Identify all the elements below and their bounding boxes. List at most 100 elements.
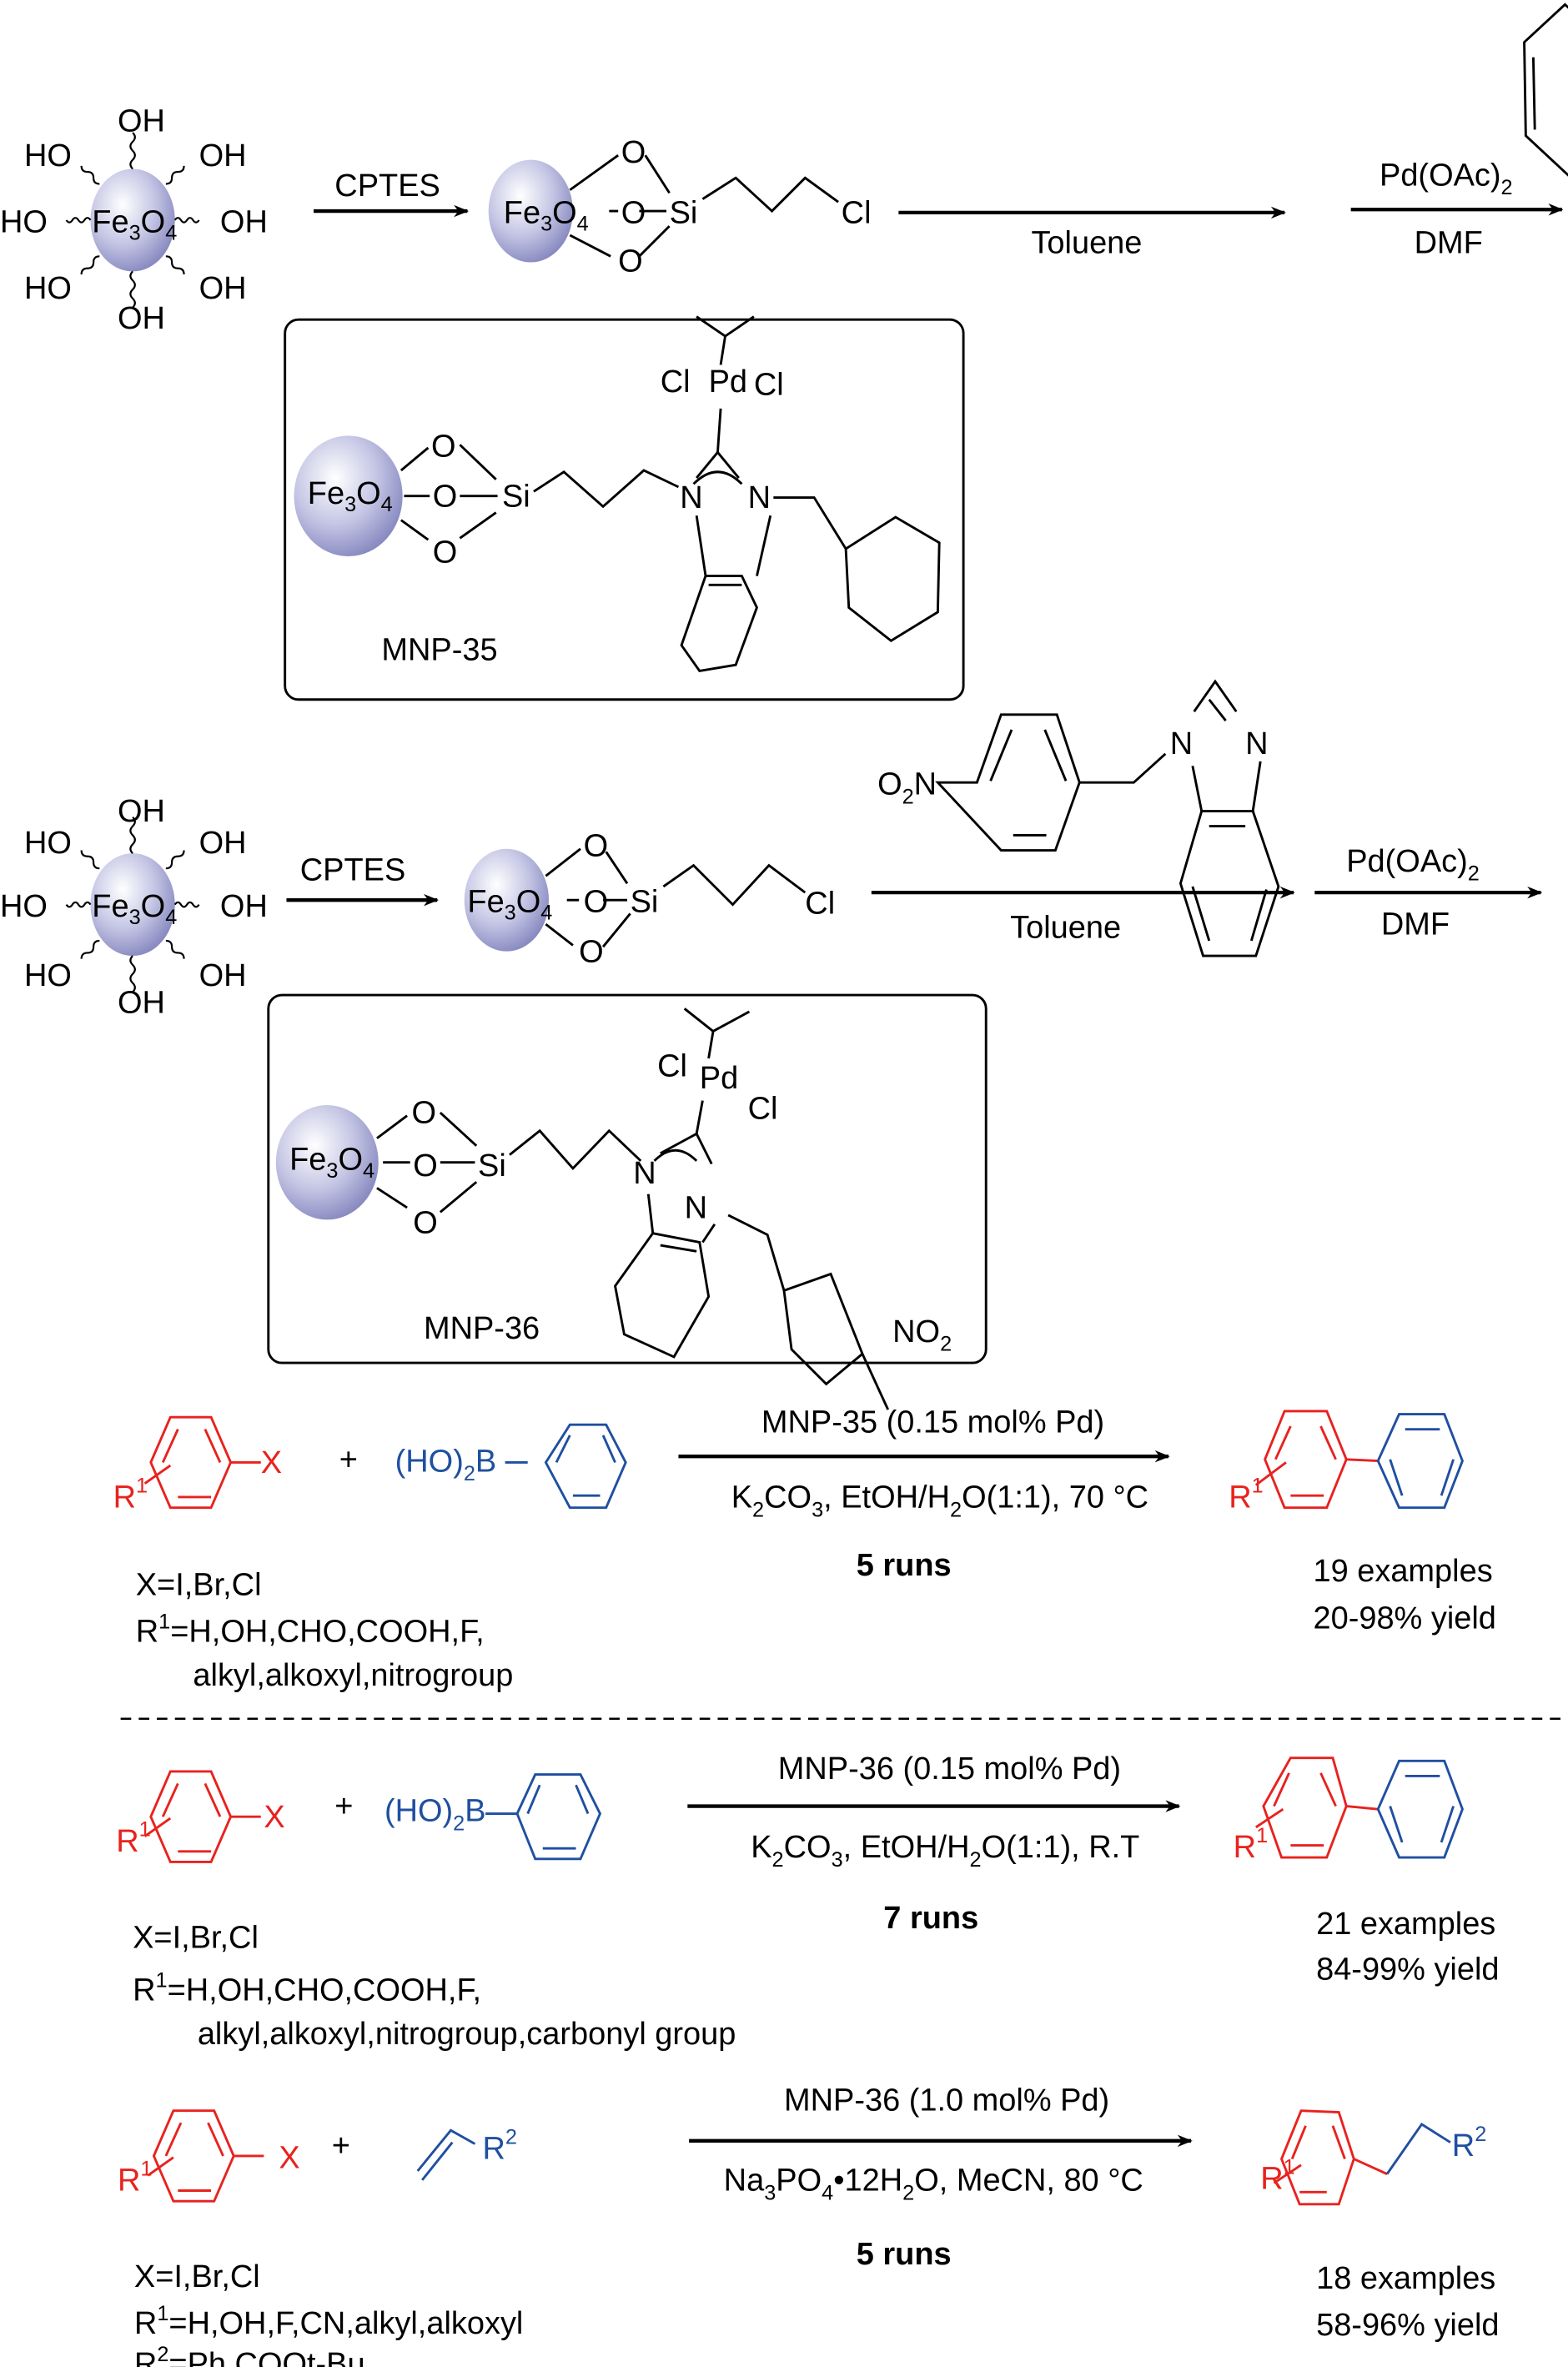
oxygen-top: O — [412, 1096, 437, 1131]
r1-label: R1 — [1260, 2156, 1294, 2197]
step3-solvent: DMF — [1381, 907, 1450, 942]
step2-solvent: Toluene — [1031, 226, 1142, 261]
yield-range: 58-96% yield — [1316, 2308, 1499, 2343]
r1-label: R1 — [118, 2157, 153, 2198]
chlorine-right: Cl — [748, 1091, 778, 1126]
plus-sign: + — [339, 1442, 358, 1477]
conditions-base-solvent: K2CO3, EtOH/H2O(1:1), R.T — [751, 1830, 1139, 1872]
nitrogen-3: N — [685, 1191, 707, 1226]
halide-label: X — [261, 1445, 282, 1480]
x-definition: X=I,Br,Cl — [133, 1920, 259, 1955]
aryl-halide: X R1 — [118, 2109, 300, 2203]
aryl-halide: X R1 — [113, 1415, 282, 1515]
conditions-base-solvent: K2CO3, EtOH/H2O(1:1), 70 °C — [731, 1480, 1148, 1522]
chlorine-left: Cl — [657, 1049, 687, 1084]
ho-left: HO — [0, 889, 48, 924]
biaryl-product: R1 — [1234, 1756, 1464, 1865]
oh-bottom: OH — [118, 301, 165, 336]
mnp35-catalyst-box: Fe3O4 O O O Si N N Cl Pd Cl MNP-35 — [284, 315, 965, 701]
catalyst-frame — [284, 318, 965, 701]
plus-sign: + — [332, 2128, 350, 2163]
nitrobenzylbenzimidazole-reagent: O2N — [877, 713, 1167, 852]
nitrobenzylbenzimidazole-heterocycle: N N — [1170, 679, 1280, 957]
chloropropyl-nanoparticle: Fe3O4 O O O Si Cl — [464, 829, 835, 969]
x-definition: X=I,Br,Cl — [134, 2259, 260, 2294]
nanoparticle-sphere — [90, 168, 175, 272]
oxygen-bottom: O — [618, 244, 643, 279]
boronic-label: (HO)2B — [384, 1794, 486, 1836]
r2-label: R2 — [482, 2125, 517, 2166]
r1-label: R1 — [1229, 1475, 1264, 1515]
core-label: Fe3O4 — [289, 1143, 374, 1183]
recycle-runs: 7 runs — [883, 1901, 978, 1936]
nitrogen-1: N — [680, 480, 702, 515]
core-label: Fe3O4 — [467, 885, 552, 925]
oh-top: OH — [118, 794, 165, 829]
x-definition: X=I,Br,Cl — [136, 1567, 262, 1602]
r1-definition: R1=H,OH,CHO,COOH,F, — [136, 1610, 485, 1649]
oxygen-bottom: O — [579, 934, 604, 969]
oxygen-bottom: O — [433, 535, 458, 570]
alkene: R2 — [416, 2125, 517, 2181]
benzylbenzimidazole-reagent — [1523, 3, 1568, 177]
phenylboronic-acid: (HO)2B — [395, 1423, 627, 1510]
core-label: Fe3O4 — [92, 889, 177, 929]
examples-count: 21 examples — [1316, 1907, 1495, 1942]
nanoparticle-sphere — [488, 159, 573, 263]
conditions-catalyst: MNP-36 (0.15 mol% Pd) — [778, 1751, 1121, 1787]
chlorine: Cl — [842, 196, 872, 231]
nitrogen-1: N — [633, 1156, 656, 1191]
nanoparticle-sphere — [90, 853, 175, 957]
nanoparticle-sphere — [294, 435, 403, 557]
reaction-heck-mnp36: X R1 + R2 MNP-36 (1.0 mol% Pd) Na3PO4•12… — [118, 2083, 1499, 2367]
oxygen-top: O — [584, 829, 609, 864]
oxygen-bottom: O — [413, 1206, 438, 1241]
scheme-mnp36-synthesis: Fe3O4 OH HO OH HO OH HO OH OH CPTES Fe3O… — [0, 679, 1543, 1410]
core-label: Fe3O4 — [92, 204, 177, 244]
ho-lower-left: HO — [24, 958, 72, 993]
step3-reagent: Pd(OAc)2 — [1346, 844, 1480, 886]
chlorine-right: Cl — [754, 368, 784, 403]
reaction-suzuki-mnp35: X R1 + (HO)2B MNP-35 (0.15 mol% Pd) K2CO… — [113, 1405, 1496, 1693]
yield-range: 84-99% yield — [1316, 1952, 1499, 1987]
oxygen-mid: O — [413, 1148, 438, 1184]
nitrogen-1: N — [1170, 726, 1193, 761]
r2-definition: R2=Ph,COOt-Bu — [134, 2343, 365, 2367]
chlorine: Cl — [805, 886, 835, 921]
oh-right: OH — [220, 889, 268, 924]
palladium: Pd — [700, 1061, 738, 1096]
step3-reagent: Pd(OAc)2 — [1380, 158, 1513, 199]
catalyst-label: MNP-36 — [424, 1311, 540, 1346]
step3-solvent: DMF — [1415, 226, 1483, 261]
recycle-runs: 5 runs — [857, 2237, 952, 2272]
nitro-group: NO2 — [892, 1314, 952, 1356]
yield-range: 20-98% yield — [1313, 1601, 1495, 1636]
alkylarene-product: R2 R1 — [1260, 2109, 1486, 2206]
examples-count: 18 examples — [1316, 2261, 1495, 2296]
conditions-base-solvent: Na3PO4•12H2O, MeCN, 80 °C — [724, 2163, 1143, 2205]
oh-top: OH — [118, 103, 165, 138]
oh-lower-right: OH — [199, 271, 247, 306]
biaryl-product: R1 — [1229, 1410, 1464, 1515]
oh-upper-right: OH — [199, 826, 247, 861]
r1-definition: R1=H,OH,F,CN,alkyl,alkoxyl — [134, 2302, 523, 2341]
chloropropyl-nanoparticle: Fe3O4 O O O Si Cl — [488, 135, 872, 279]
chlorine-left: Cl — [661, 364, 691, 400]
silicon: Si — [502, 479, 530, 514]
nitrogen-3: N — [748, 480, 771, 515]
oh-lower-right: OH — [199, 958, 247, 993]
oh-upper-right: OH — [199, 138, 247, 173]
silicon: Si — [631, 885, 659, 920]
hydroxylated-nanoparticle: Fe3O4 OH HO OH HO OH HO OH OH — [0, 794, 268, 1021]
oxygen-mid: O — [584, 885, 609, 920]
aryl-halide: X R1 — [116, 1770, 285, 1863]
halide-label: X — [264, 1800, 284, 1835]
r1-label: R1 — [1234, 1824, 1269, 1865]
hydroxylated-nanoparticle: Fe3O4 OH HO OH HO OH HO OH OH — [0, 103, 268, 336]
phenylboronic-acid: (HO)2B — [384, 1773, 602, 1861]
r1-label: R1 — [116, 1818, 151, 1859]
r1-label: R1 — [113, 1475, 148, 1515]
r1-definition-cont: alkyl,alkoxyl,nitrogroup,carbonyl group — [198, 2017, 736, 2052]
silicon: Si — [670, 196, 698, 231]
